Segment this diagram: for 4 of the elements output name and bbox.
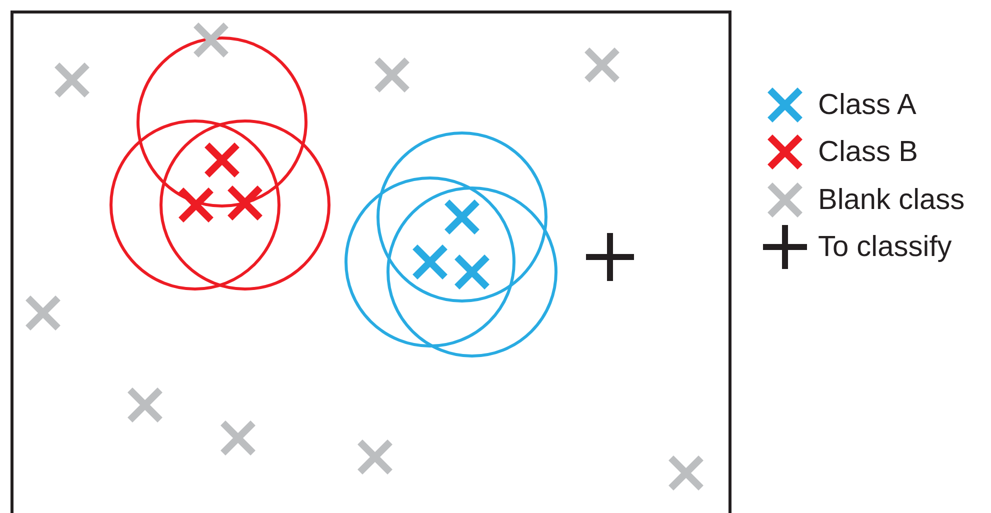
legend-label: Class B xyxy=(818,135,918,169)
legend-label: To classify xyxy=(818,230,952,264)
legend-label: Blank class xyxy=(818,183,965,217)
legend-label: Class A xyxy=(818,88,916,122)
